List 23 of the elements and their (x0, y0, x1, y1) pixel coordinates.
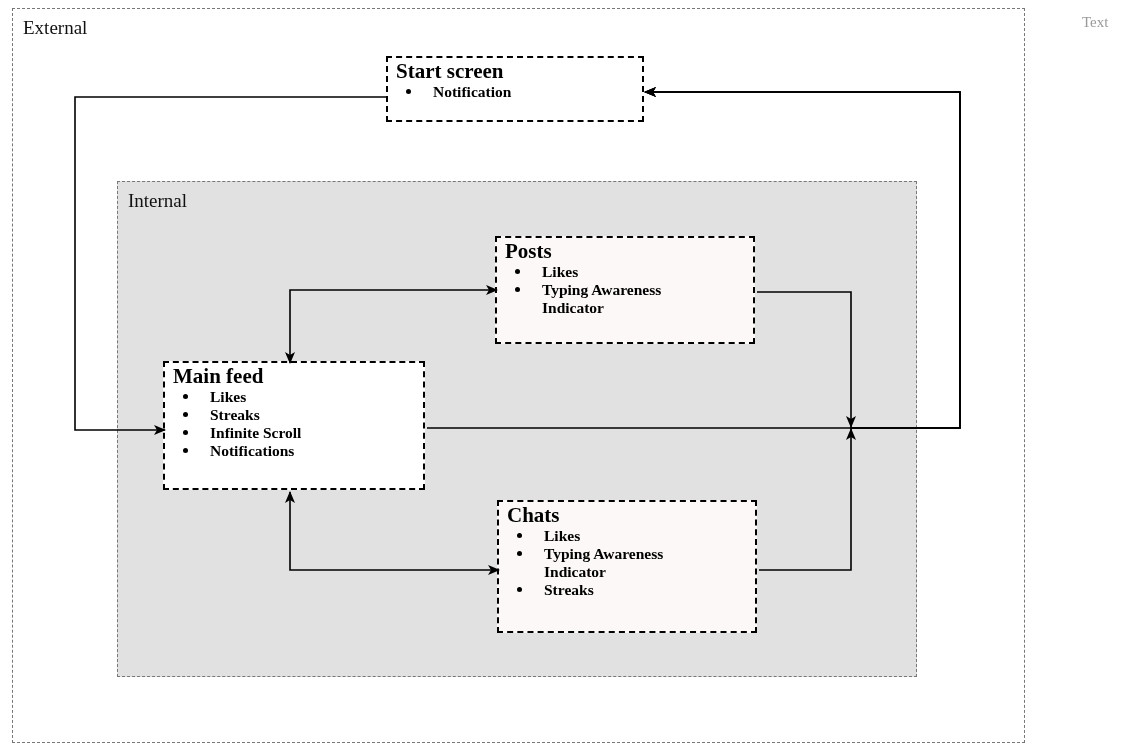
list-item: Likes (544, 527, 581, 545)
process-box (495, 236, 755, 344)
group-panel (117, 181, 917, 677)
group-title: Internal (128, 190, 188, 212)
process-box (386, 56, 644, 122)
process-box (163, 361, 425, 490)
list-item: Infinite Scroll (210, 423, 302, 442)
list-item: Likes (542, 263, 579, 281)
box-title: Main feed (173, 365, 265, 389)
list-item: Typing Awareness Indicator (544, 544, 665, 581)
list-item: Likes (210, 388, 247, 406)
box-title: Chats (507, 504, 561, 528)
outer-container (12, 8, 1025, 743)
box-title: Posts (505, 240, 553, 264)
group-title: External (23, 17, 88, 39)
box-title: Start screen (396, 60, 505, 84)
placeholder-text: Text (1082, 14, 1109, 31)
list-item: Notification (433, 83, 512, 101)
list-item: Typing Awareness Indicator (542, 280, 663, 317)
list-item: Streaks (210, 405, 260, 424)
list-item: Notifications (210, 441, 295, 460)
process-box (497, 500, 757, 633)
list-item: Streaks (544, 580, 594, 599)
